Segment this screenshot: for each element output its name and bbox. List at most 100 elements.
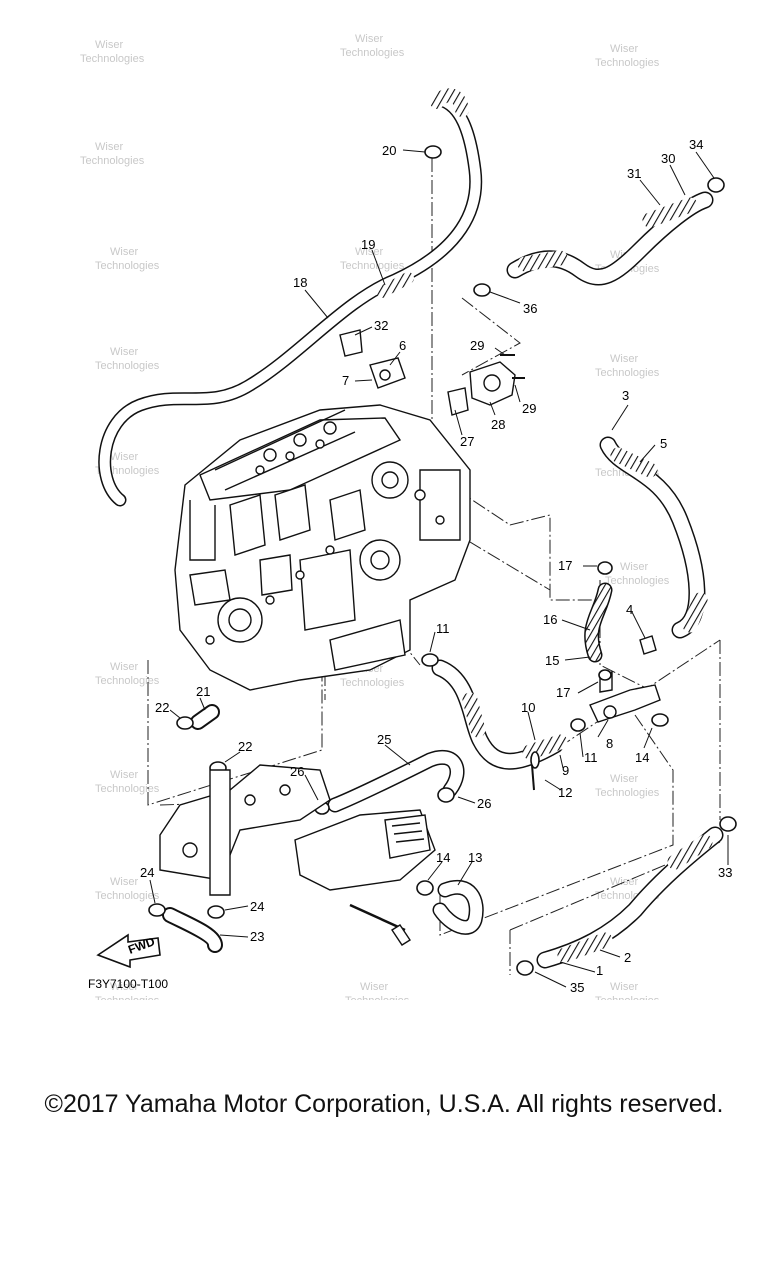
clamp-34 bbox=[707, 177, 725, 193]
clamp-14b bbox=[416, 880, 434, 896]
callout-6: 6 bbox=[399, 338, 406, 353]
clamp-33 bbox=[719, 816, 737, 832]
svg-text:Wiser: Wiser bbox=[610, 353, 638, 365]
clamp-17 bbox=[597, 561, 613, 575]
callout-19: 19 bbox=[361, 237, 375, 252]
svg-text:Wiser: Wiser bbox=[110, 769, 138, 781]
callout-1: 1 bbox=[596, 963, 603, 978]
copyright-notice: ©2017 Yamaha Motor Corporation, U.S.A. A… bbox=[44, 1090, 724, 1118]
callout-15: 15 bbox=[545, 653, 559, 668]
svg-text:Wiser: Wiser bbox=[95, 39, 123, 51]
svg-text:Technologies: Technologies bbox=[95, 675, 160, 687]
svg-text:Wiser: Wiser bbox=[110, 661, 138, 673]
svg-text:Technologies: Technologies bbox=[345, 995, 410, 1000]
callout-17: 17 bbox=[558, 558, 572, 573]
callout-27: 27 bbox=[460, 434, 474, 449]
clamp-14 bbox=[651, 713, 669, 727]
callout-29: 29 bbox=[470, 338, 484, 353]
svg-text:Technologies: Technologies bbox=[595, 787, 660, 799]
callout-9: 9 bbox=[562, 763, 569, 778]
callout-18: 18 bbox=[293, 275, 307, 290]
callout-31: 31 bbox=[627, 166, 641, 181]
svg-text:Technologies: Technologies bbox=[95, 260, 160, 272]
callout-30: 30 bbox=[661, 151, 675, 166]
svg-text:Technologies: Technologies bbox=[95, 360, 160, 372]
callout-24: 24 bbox=[140, 865, 154, 880]
svg-text:Technologies: Technologies bbox=[340, 47, 405, 59]
callout-21: 21 bbox=[196, 684, 210, 699]
callout-20: 20 bbox=[382, 143, 396, 158]
callout-5: 5 bbox=[660, 436, 667, 451]
svg-text:Technologies: Technologies bbox=[80, 53, 145, 65]
hoses bbox=[98, 88, 724, 969]
svg-text:Technologies: Technologies bbox=[80, 155, 145, 167]
pump-assembly bbox=[159, 764, 436, 946]
svg-text:Wiser: Wiser bbox=[110, 876, 138, 888]
svg-text:Wiser: Wiser bbox=[355, 33, 383, 45]
clamp-9 bbox=[530, 751, 540, 769]
fwd-arrow-icon: FWD bbox=[96, 933, 161, 969]
svg-text:Wiser: Wiser bbox=[610, 43, 638, 55]
svg-text:Technologies: Technologies bbox=[95, 995, 160, 1000]
callout-35: 35 bbox=[570, 980, 584, 995]
callout-23: 23 bbox=[250, 929, 264, 944]
clamp-22 bbox=[176, 716, 194, 730]
callout-36: 36 bbox=[523, 301, 537, 316]
clamp-35 bbox=[516, 960, 534, 976]
svg-text:Wiser: Wiser bbox=[110, 346, 138, 358]
callout-11b: 11 bbox=[584, 750, 598, 765]
callout-10: 10 bbox=[521, 700, 535, 715]
callout-14: 14 bbox=[635, 750, 649, 765]
svg-text:Wiser: Wiser bbox=[110, 451, 138, 463]
svg-text:Technologies: Technologies bbox=[340, 677, 405, 689]
callout-7: 7 bbox=[342, 373, 349, 388]
callout-17b: 17 bbox=[556, 685, 570, 700]
clamp-24b bbox=[207, 905, 225, 919]
callout-8: 8 bbox=[606, 736, 613, 751]
callout-29b: 29 bbox=[522, 401, 536, 416]
callout-26b: 26 bbox=[477, 796, 491, 811]
svg-text:Technologies: Technologies bbox=[95, 783, 160, 795]
svg-text:Technologies: Technologies bbox=[340, 260, 405, 272]
clamp-11 bbox=[421, 653, 439, 667]
clamp-24 bbox=[148, 903, 166, 917]
callout-13: 13 bbox=[468, 850, 482, 865]
callout-24b: 24 bbox=[250, 899, 264, 914]
callout-11: 11 bbox=[436, 621, 450, 636]
clamp-20 bbox=[424, 145, 442, 159]
callout-12: 12 bbox=[558, 785, 572, 800]
callout-34: 34 bbox=[689, 137, 703, 152]
callout-14b: 14 bbox=[436, 850, 450, 865]
thermostat-assembly bbox=[339, 329, 525, 416]
callout-3: 3 bbox=[622, 388, 629, 403]
svg-text:Wiser: Wiser bbox=[610, 773, 638, 785]
callout-16: 16 bbox=[543, 612, 557, 627]
svg-text:Wiser: Wiser bbox=[610, 981, 638, 993]
clamp-17b bbox=[598, 669, 612, 681]
clamp-26b bbox=[437, 787, 455, 803]
svg-text:Technologies: Technologies bbox=[605, 575, 670, 587]
callout-32: 32 bbox=[374, 318, 388, 333]
callout-2: 2 bbox=[624, 950, 631, 965]
callout-26: 26 bbox=[290, 764, 304, 779]
svg-text:Wiser: Wiser bbox=[95, 141, 123, 153]
leader-lines bbox=[149, 149, 729, 988]
clamp-11b bbox=[570, 718, 586, 732]
figure-code: F3Y7100-T100 bbox=[88, 977, 168, 991]
svg-text:Wiser: Wiser bbox=[110, 981, 138, 993]
callout-25: 25 bbox=[377, 732, 391, 747]
svg-text:Technologies: Technologies bbox=[595, 995, 660, 1000]
